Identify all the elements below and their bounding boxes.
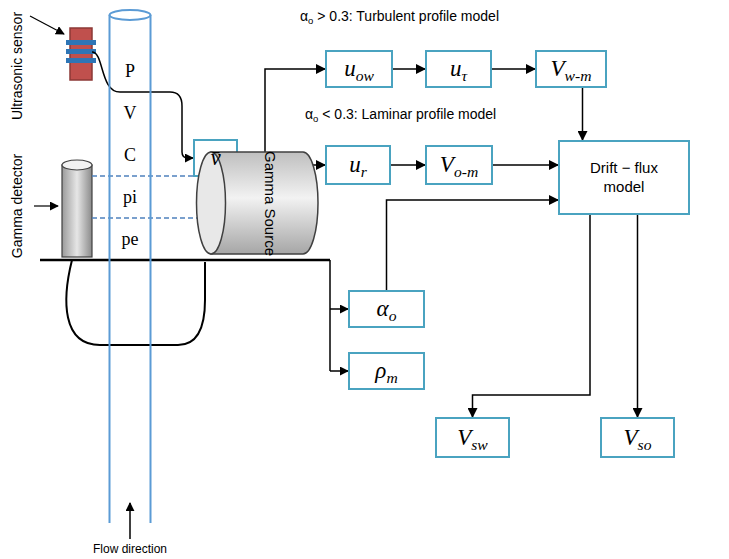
variable-label: αo <box>377 296 397 321</box>
connector-arrow <box>493 164 558 166</box>
pvc-pipe: PVC pipe <box>108 8 152 523</box>
subscript: o <box>308 15 313 26</box>
variable-label: Vo-m <box>440 152 478 177</box>
pipe-outline <box>108 8 152 523</box>
variable-box: Vsw <box>435 417 510 458</box>
leader-arrow <box>34 205 58 206</box>
signal-arrow <box>330 370 348 372</box>
annotation-label: Flow direction <box>93 542 167 556</box>
connector-arrow <box>391 164 425 166</box>
connector-arrow <box>473 215 591 417</box>
variable-label: uτ <box>450 56 467 81</box>
detector-wire <box>66 260 205 345</box>
side-label: Ultrasonic sensor <box>9 12 25 120</box>
subscript: sw <box>471 436 488 453</box>
model-label: Drift − flux model <box>574 159 674 197</box>
connector-arrow <box>637 215 639 417</box>
variable-box: uτ <box>425 50 492 88</box>
variable-box: ρm <box>348 352 425 390</box>
variable-label: uow <box>344 56 374 81</box>
variable-box: ur <box>325 145 391 185</box>
source-label: Gamma Source <box>262 150 279 255</box>
variable-label: ρm <box>375 358 397 383</box>
variable-box: αo <box>348 290 425 328</box>
flow-arrow <box>129 503 131 539</box>
subscript: m <box>386 369 397 386</box>
pipe-label: PVC pipe <box>121 50 139 260</box>
variable-box: Vw-m <box>535 50 607 88</box>
variable-label: ur <box>349 152 367 177</box>
subscript: w-m <box>565 67 592 84</box>
subscript: so <box>638 436 652 453</box>
gamma-detector <box>62 160 92 257</box>
variable-label: Vw-m <box>551 56 592 81</box>
leader-arrow <box>30 16 64 34</box>
variable-label: v̄ <box>210 145 220 170</box>
connector-arrow <box>492 68 535 70</box>
variable-label: Vsw <box>457 425 488 450</box>
base-line <box>40 259 330 262</box>
gamma-beam <box>92 175 200 176</box>
connector-arrow <box>393 68 425 70</box>
subscript: ow <box>356 67 374 84</box>
subscript: o-m <box>454 163 478 180</box>
variable-box: Vso <box>600 417 675 458</box>
subscript: o <box>313 113 318 124</box>
gamma-beam <box>92 217 200 218</box>
connector-arrow <box>582 88 584 140</box>
subscript: o <box>389 307 397 324</box>
annotation-label: αo < 0.3: Laminar profile model <box>305 106 496 122</box>
variable-label: Vso <box>624 425 652 450</box>
subscript: τ <box>461 67 467 84</box>
connector-arrow <box>387 200 559 290</box>
variable-box: Vo-m <box>425 145 493 185</box>
sensor-wire <box>92 52 193 158</box>
variable-box: uow <box>325 50 393 88</box>
annotation-label: αo > 0.3: Turbulent profile model <box>300 8 499 24</box>
ultrasonic-sensor <box>66 28 96 80</box>
side-label: Gamma detector <box>9 154 25 258</box>
model-box: Drift − flux model <box>558 140 690 215</box>
signal-arrow <box>330 308 348 310</box>
subscript: r <box>361 163 367 180</box>
signal-wire <box>329 260 331 371</box>
